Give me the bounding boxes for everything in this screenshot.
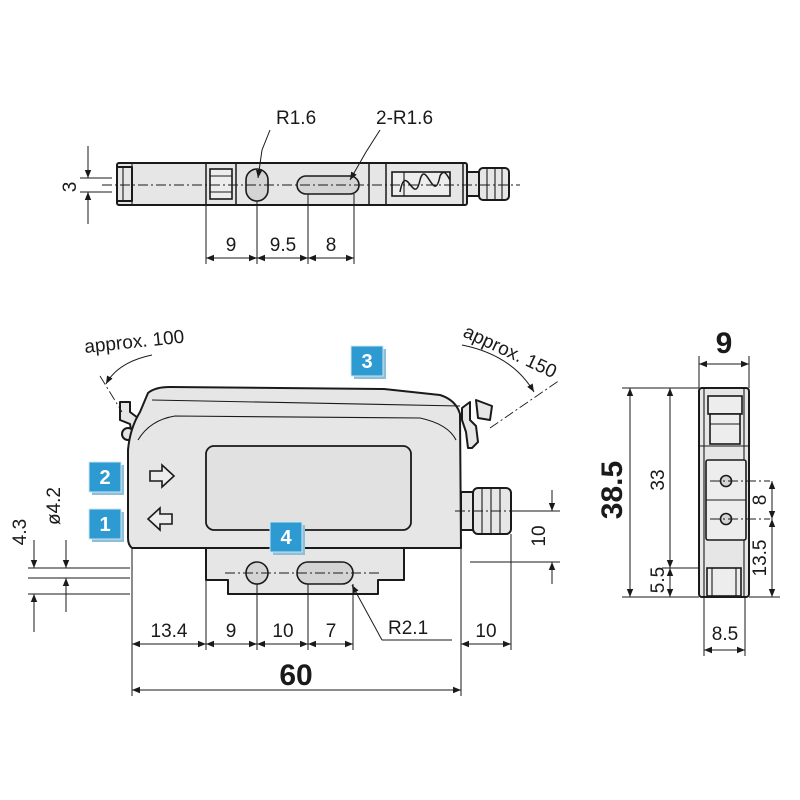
dim-side-width-9: 9 [716,327,733,360]
dim-dia-4-2: ø4.2 [44,487,65,525]
dim-side-8-5: 8.5 [712,624,738,645]
dim-10-a: 10 [272,621,293,642]
dim-top-8: 8 [326,235,337,256]
top-view: R1.6 2-R1.6 3 9 9.5 8 [60,108,520,264]
badge-3: 3 [350,345,386,379]
badge-1: 1 [88,508,124,542]
dim-10-b: 10 [475,621,496,642]
label-2-r1-6: 2-R1.6 [376,108,433,129]
dim-top-9-5: 9.5 [270,235,296,256]
badge-4: 4 [269,521,305,555]
dim-side-height-38-5: 38.5 [596,461,629,519]
badge-2: 2 [88,461,124,495]
svg-text:1: 1 [99,514,110,536]
svg-text:4: 4 [280,527,292,549]
outline-arrow-right-icon [149,463,176,489]
dim-side-33: 33 [648,469,669,490]
svg-text:2: 2 [99,467,110,489]
label-r2-1: R2.1 [388,618,428,639]
dim-13-4: 13.4 [151,621,188,642]
dim-4-3: 4.3 [10,519,31,545]
side-view: 9 38.5 33 5.5 8 13.5 8.5 [596,327,780,656]
dim-9: 9 [226,621,237,642]
outline-arrow-left-icon [146,506,173,532]
dim-side-5-5: 5.5 [648,567,669,593]
label-approx-100: approx. 100 [83,327,185,358]
dim-side-8: 8 [750,495,771,506]
front-view: approx. 100 approx. 150 4.3 ø4.2 13.4 9 … [10,321,561,696]
label-approx-150: approx. 150 [460,321,560,382]
label-r1-6: R1.6 [276,108,316,129]
dim-top-3: 3 [60,182,81,193]
dim-side-13-5: 13.5 [750,540,771,577]
dim-vert-10: 10 [529,525,550,546]
dim-total-60: 60 [279,659,312,692]
dim-7: 7 [326,621,337,642]
dim-top-9: 9 [226,235,237,256]
svg-text:3: 3 [361,351,372,373]
